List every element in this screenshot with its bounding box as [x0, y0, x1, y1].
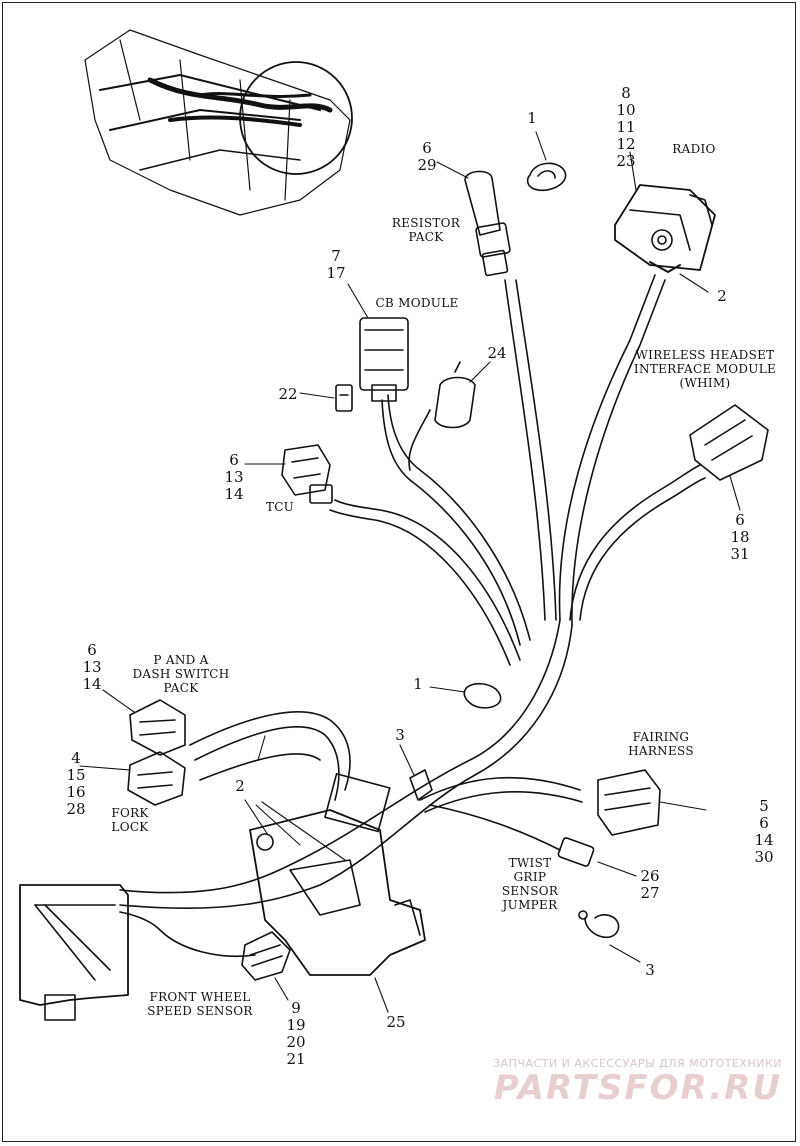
- radio-unit: [614, 184, 716, 273]
- callout-wheel-nums: 9 19 20 21: [286, 999, 306, 1068]
- callout-whim-nums: 6 18 31: [730, 511, 750, 563]
- whim-connector: [689, 404, 769, 481]
- callout-cb-nums: 7 17: [326, 247, 346, 282]
- callout-resistor-nums: 6 29: [417, 139, 437, 174]
- callout-twist-nums: 26 27: [640, 867, 660, 902]
- label-fairing-harness: FAIRING HARNESS: [628, 730, 694, 758]
- twist-grip-connector: [557, 837, 595, 867]
- label-radio: RADIO: [672, 142, 716, 156]
- clip-top: [526, 162, 567, 192]
- callout-tcu-nums: 6 13 14: [224, 451, 244, 503]
- fork-lock-connector: [127, 751, 186, 806]
- callout-item-3-bottom: 3: [645, 961, 655, 979]
- seal-24: [434, 361, 476, 429]
- fairing-connector: [597, 769, 661, 836]
- label-whim: WIRELESS HEADSET INTERFACE MODULE (WHIM): [633, 348, 777, 390]
- cb-module-connector: [359, 317, 409, 402]
- callout-item-22: 22: [278, 385, 298, 403]
- label-front-wheel: FRONT WHEEL SPEED SENSOR: [147, 990, 253, 1018]
- label-twist-grip: TWIST GRIP SENSOR JUMPER: [501, 856, 559, 912]
- callout-radio-tie: 2: [717, 287, 727, 305]
- bracket-25: [249, 772, 426, 976]
- label-p-and-a: P AND A DASH SWITCH PACK: [132, 653, 230, 695]
- tcu-connector: [281, 444, 333, 504]
- connector-22: [335, 384, 353, 412]
- label-resistor-pack: RESISTOR PACK: [391, 216, 461, 244]
- clip-3-top: [409, 769, 433, 801]
- watermark-tagline: ЗАПЧАСТИ И АКСЕССУАРЫ ДЛЯ МОТОТЕХНИКИ: [493, 1057, 782, 1070]
- frame-thumbnail: [84, 29, 353, 216]
- callout-radio-nums: 8 10 11 12 23: [612, 68, 640, 187]
- callout-radio-nums-text: 8 10 11 12 23: [616, 84, 636, 170]
- callout-clip-top: 1: [527, 109, 537, 127]
- watermark-logo: PARTSFOR.RU: [493, 1068, 782, 1108]
- callout-item-3-top: 3: [395, 726, 405, 744]
- callout-fork-nums: 4 15 16 28: [66, 749, 86, 818]
- callout-clip-mid: 1: [413, 675, 423, 693]
- callout-pa-nums: 6 13 14: [82, 641, 102, 693]
- callout-item-25: 25: [386, 1013, 406, 1031]
- leader-lines: [79, 131, 741, 1013]
- label-fork-lock: FORK LOCK: [111, 806, 149, 834]
- label-cb-module: CB MODULE: [375, 296, 459, 310]
- label-tcu: TCU: [265, 500, 295, 514]
- wheel-sensor-connector: [241, 931, 291, 981]
- callout-fairing-nums: 5 6 14 30: [754, 797, 774, 866]
- handlebar-mount: [19, 884, 129, 1021]
- callout-ties-2: 2: [235, 777, 245, 795]
- harness-trunk: [119, 274, 706, 958]
- clip-mid: [463, 682, 502, 709]
- clip-3-bottom: [578, 910, 620, 939]
- p-and-a-connector: [129, 699, 186, 756]
- resistor-pack: [464, 170, 511, 277]
- watermark: ЗАПЧАСТИ И АКСЕССУАРЫ ДЛЯ МОТОТЕХНИКИ PA…: [493, 1057, 782, 1106]
- callout-seal-24: 24: [487, 344, 507, 362]
